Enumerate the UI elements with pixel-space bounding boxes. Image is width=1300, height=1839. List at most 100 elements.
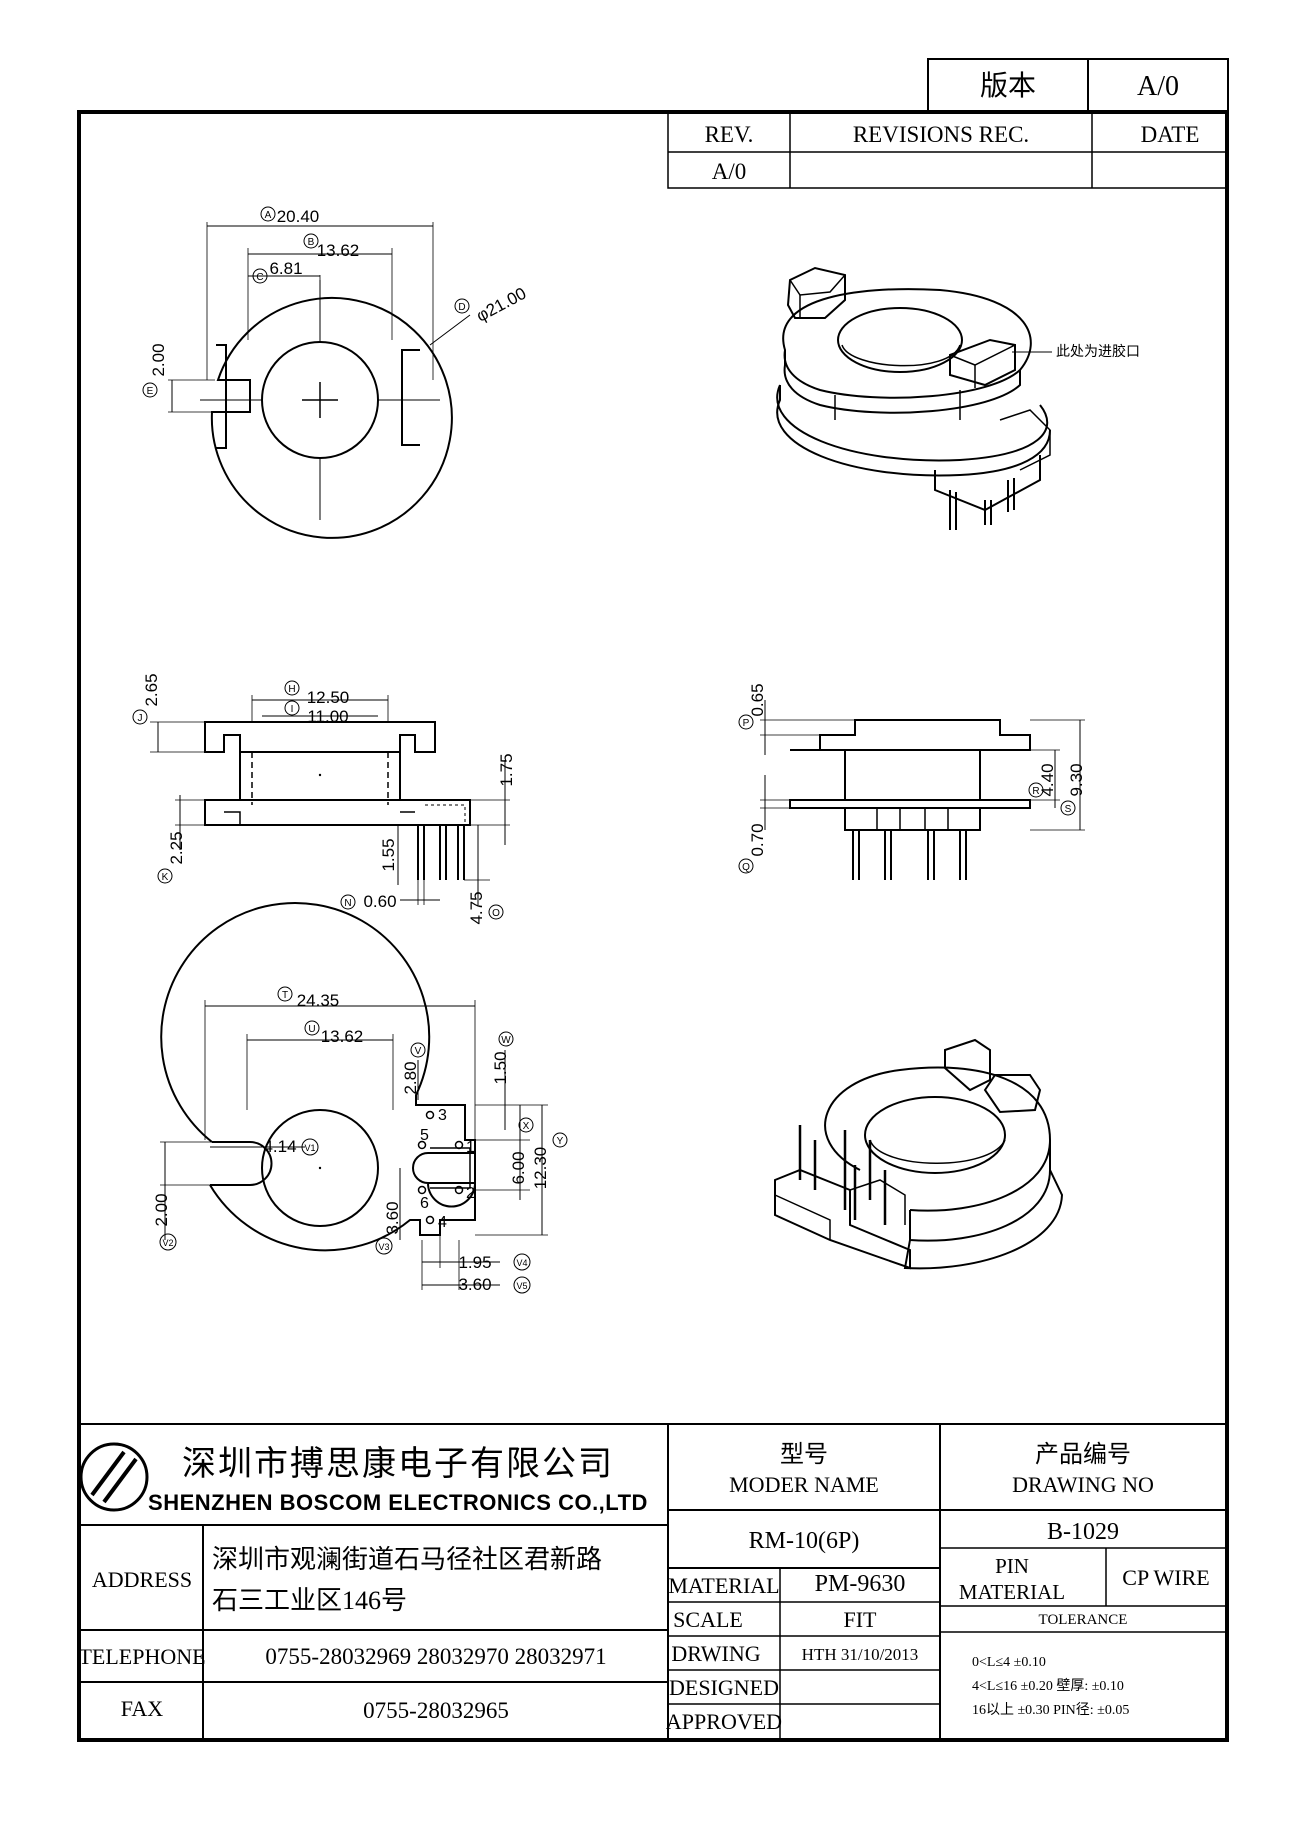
dim-j-label: J	[138, 713, 143, 724]
dim-p-label: P	[743, 718, 750, 729]
material-label: MATERIAL	[668, 1573, 779, 1598]
dim-r-label: R	[1032, 786, 1039, 797]
dim-v4-value: 1.95	[458, 1253, 491, 1272]
designed-label: DESIGNED	[669, 1675, 779, 1700]
model-name-cn: 型号	[780, 1441, 828, 1468]
rev-header: REV.	[705, 122, 754, 147]
company-name-cn: 深圳市搏思康电子有限公司	[182, 1445, 614, 1483]
pin-material-label-2: MATERIAL	[959, 1580, 1065, 1604]
company-logo	[79, 1442, 149, 1512]
dim-v1-value: 4.14	[263, 1137, 296, 1156]
dim-y-value: 12.30	[531, 1147, 550, 1190]
pin-label-6: 6	[420, 1195, 429, 1212]
approved-label: APPROVED	[666, 1709, 782, 1734]
dim-c-value: 6.81	[269, 259, 302, 278]
tolerance-label: TOLERANCE	[1039, 1612, 1128, 1628]
dim-v1-label: V1	[304, 1143, 315, 1153]
pin-label-1: 1	[466, 1139, 475, 1156]
dim-v-label: V	[415, 1046, 422, 1057]
top-view: A 20.40 B 13.62 C 6.81 D φ21.00 E 2.00	[142, 206, 529, 539]
dim-v5-value: 3.60	[458, 1275, 491, 1294]
dim-b-value: 13.62	[317, 241, 360, 260]
dim-i-label: I	[291, 704, 294, 715]
dim-d-label: D	[458, 302, 465, 313]
dim-x-label: X	[523, 1121, 530, 1132]
dim-e-label: E	[147, 386, 154, 397]
dim-d-value: φ21.00	[473, 284, 529, 326]
dim-c-label: C	[256, 272, 263, 283]
dim-a-value: 20.40	[277, 207, 320, 226]
dim-e-value: 2.00	[149, 343, 168, 376]
version-label: 版本	[980, 70, 1036, 102]
telephone-label: TELEPHONE	[78, 1644, 205, 1669]
pin-material-value: CP WIRE	[1122, 1565, 1209, 1590]
dim-h-value: 12.50	[307, 688, 350, 707]
tolerance-line-2: 4<L≤16 ±0.20 壁厚: ±0.10	[972, 1678, 1124, 1694]
dim-t-value: 24.35	[297, 991, 340, 1010]
dim-i-value: 11.00	[307, 707, 348, 726]
dim-q-value: 0.70	[748, 823, 767, 856]
bottom-view: 1 2 3 4 5 6 T 24.35 U 13.62 V 2.80 W 1.5…	[152, 902, 568, 1294]
dim-s-label: S	[1065, 804, 1072, 815]
dim-p-value: 0.65	[748, 683, 767, 716]
dim-q-label: Q	[742, 862, 750, 873]
dim-t-label: T	[282, 990, 288, 1001]
dim-j-value: 2.65	[142, 673, 161, 706]
company-name-en: SHENZHEN BOSCOM ELECTRONICS CO.,LTD	[148, 1490, 648, 1515]
iso-note-gate: 此处为进胶口	[1056, 343, 1140, 359]
dim-v3-label: V3	[378, 1242, 389, 1252]
scale-label: SCALE	[673, 1607, 743, 1632]
dim-r-value: 4.40	[1038, 763, 1057, 796]
model-value: RM-10(6P)	[749, 1528, 860, 1554]
dim-n-label: N	[344, 898, 351, 909]
pin-label-2: 2	[466, 1185, 475, 1202]
fax-label: FAX	[121, 1696, 163, 1721]
drawing-label: DRWING	[671, 1641, 760, 1666]
pin-material-label-1: PIN	[995, 1554, 1029, 1578]
dim-v-value: 2.80	[401, 1061, 420, 1094]
tolerance-line-3: 16以上 ±0.30 PIN径: ±0.05	[972, 1702, 1129, 1718]
dim-k-value: 2.25	[167, 831, 186, 864]
drawing-value: HTH 31/10/2013	[802, 1645, 919, 1664]
version-value: A/0	[1137, 71, 1179, 102]
dim-x-value: 6.00	[509, 1151, 528, 1184]
address-line-1: 深圳市观澜街道石马径社区君新路	[212, 1545, 602, 1574]
pin-label-4: 4	[438, 1214, 447, 1231]
address-line-2: 石三工业区146号	[212, 1586, 407, 1615]
drawing-no-cn: 产品编号	[1035, 1441, 1131, 1468]
pin-label-5: 5	[420, 1127, 429, 1144]
version-box: 版本 A/0	[927, 58, 1229, 112]
dim-v2-value: 2.00	[152, 1193, 171, 1226]
dim-u-label: U	[308, 1024, 315, 1035]
rev-row-value: A/0	[712, 159, 747, 184]
revision-table: REV. REVISIONS REC. DATE A/0	[667, 112, 1227, 189]
pin-label-3: 3	[438, 1107, 447, 1124]
dim-v3-value: 3.60	[383, 1201, 402, 1234]
dim-w-value: 1.50	[491, 1051, 510, 1084]
material-value: PM-9630	[815, 1571, 906, 1597]
dim-m-value: 1.75	[497, 753, 516, 786]
dim-b-label: B	[308, 237, 315, 248]
dim-v4-label: V4	[516, 1258, 527, 1268]
dim-n-value: 0.60	[363, 892, 396, 911]
date-header: DATE	[1141, 122, 1200, 147]
drawing-no-value: B-1029	[1047, 1519, 1119, 1545]
address-label: ADDRESS	[92, 1567, 192, 1592]
drawing-no-en: DRAWING NO	[1012, 1472, 1154, 1497]
isometric-view-top: 此处为进胶口	[776, 266, 1140, 530]
scale-value: FIT	[844, 1607, 878, 1632]
dim-v5-label: V5	[516, 1281, 527, 1291]
fax-value: 0755-28032965	[363, 1698, 509, 1723]
side-view-right: P 0.65 Q 0.70 R 4.40 S 9.30	[738, 683, 1086, 880]
model-name-en: MODER NAME	[729, 1472, 879, 1497]
dim-l-value: 1.55	[379, 838, 398, 871]
dim-o-label: O	[492, 908, 500, 919]
isometric-view-bottom	[774, 1038, 1064, 1270]
revisions-rec-header: REVISIONS REC.	[853, 122, 1029, 147]
dim-a-label: A	[265, 210, 272, 221]
dim-y-label: Y	[557, 1136, 564, 1147]
tolerance-line-1: 0<L≤4 ±0.10	[972, 1655, 1046, 1670]
telephone-value: 0755-28032969 28032970 28032971	[265, 1644, 606, 1669]
dim-w-label: W	[501, 1035, 511, 1046]
